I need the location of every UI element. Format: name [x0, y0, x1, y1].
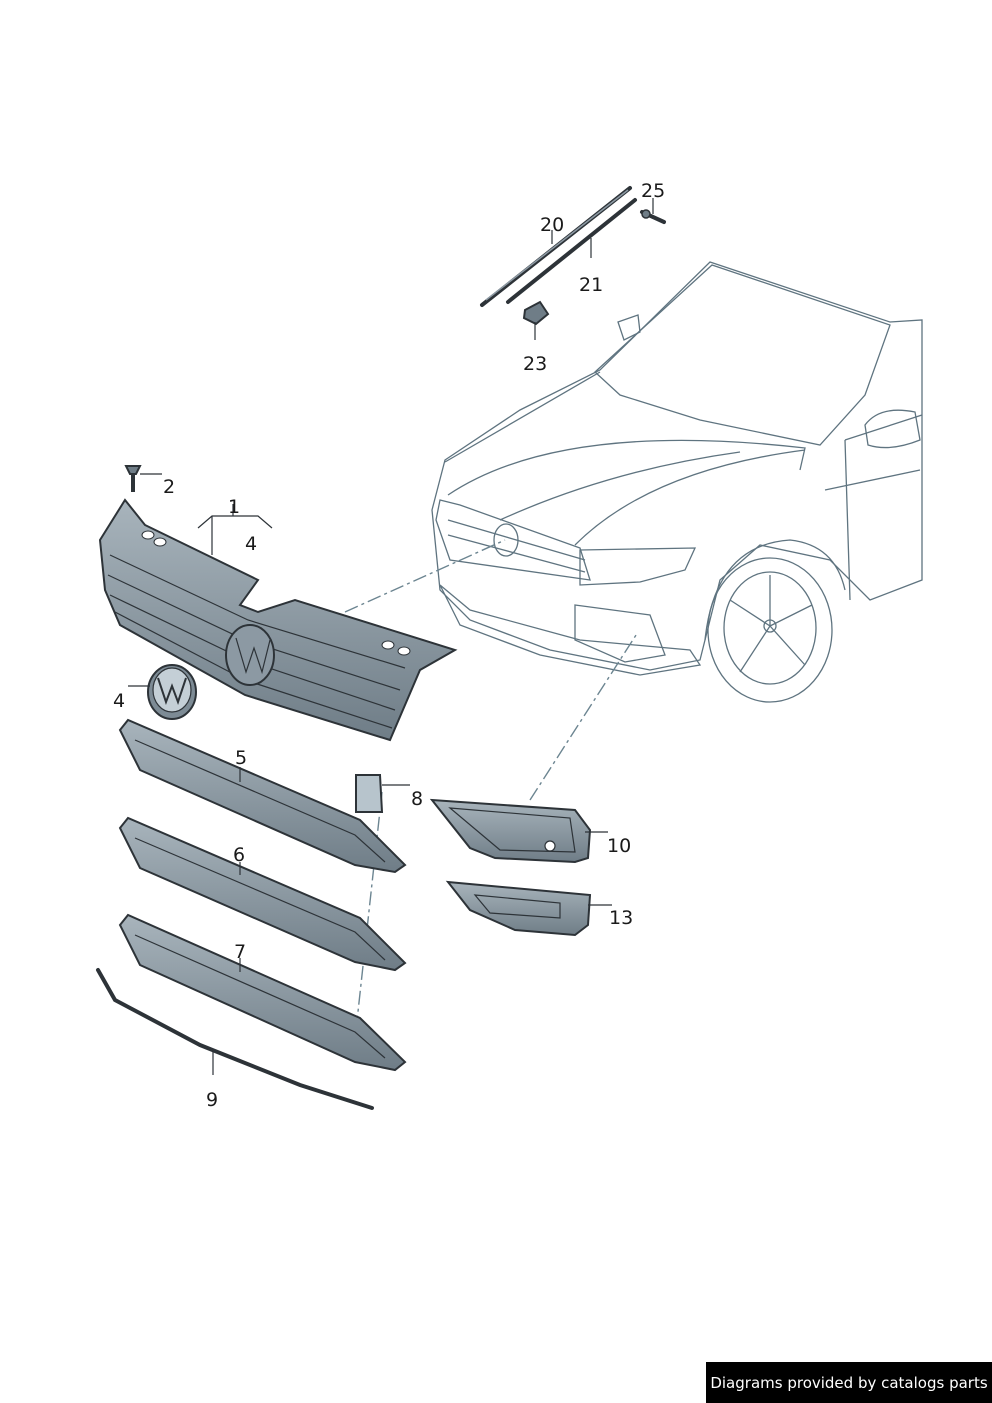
vehicle-wheel [707, 557, 833, 703]
vehicle-badge [493, 523, 519, 557]
radiator-grille-1 [98, 498, 458, 742]
trim-strip-6 [118, 816, 407, 972]
callout-21: 21 [579, 274, 604, 296]
trim-strip-5 [118, 718, 407, 874]
credit-text: Diagrams provided by catalogs parts [710, 1373, 988, 1392]
roof-strip-21 [506, 198, 637, 304]
bolt-25 [640, 209, 666, 224]
callout-2: 2 [163, 476, 176, 498]
callout-1: 1 [228, 496, 241, 518]
vehicle-headlight [579, 547, 697, 586]
callout-20: 20 [540, 214, 565, 236]
clip-23 [522, 300, 550, 326]
reference-line-fog [529, 631, 639, 801]
callout-5: 5 [235, 747, 248, 769]
callout-8: 8 [411, 788, 424, 810]
trim-13 [445, 880, 592, 937]
reference-line-strip [355, 791, 383, 1031]
fog-lamp-grille-10 [429, 798, 592, 864]
windshield [594, 264, 891, 446]
vehicle-mirror [864, 409, 921, 449]
moulding-9 [96, 968, 374, 1110]
emblem-4 [147, 664, 197, 720]
callout-4-grille: 4 [245, 533, 258, 555]
callout-9: 9 [206, 1089, 219, 1111]
callout-25: 25 [641, 180, 666, 202]
vehicle-grille [435, 499, 591, 581]
callout-23: 23 [523, 353, 548, 375]
trim-strip-7 [118, 913, 407, 1072]
vehicle-bumper [439, 584, 702, 676]
credit-banner: Diagrams provided by catalogs parts [706, 1362, 992, 1403]
vehicle-illustration [431, 261, 923, 703]
screw-2 [124, 465, 142, 492]
callout-10: 10 [607, 835, 632, 857]
callout-6: 6 [233, 844, 246, 866]
leader-lines [128, 198, 654, 1075]
callout-4-emblem: 4 [113, 690, 126, 712]
callout-13: 13 [609, 907, 634, 929]
bracket-8 [355, 774, 384, 813]
reference-line-grille [344, 539, 506, 613]
callout-7: 7 [234, 941, 247, 963]
